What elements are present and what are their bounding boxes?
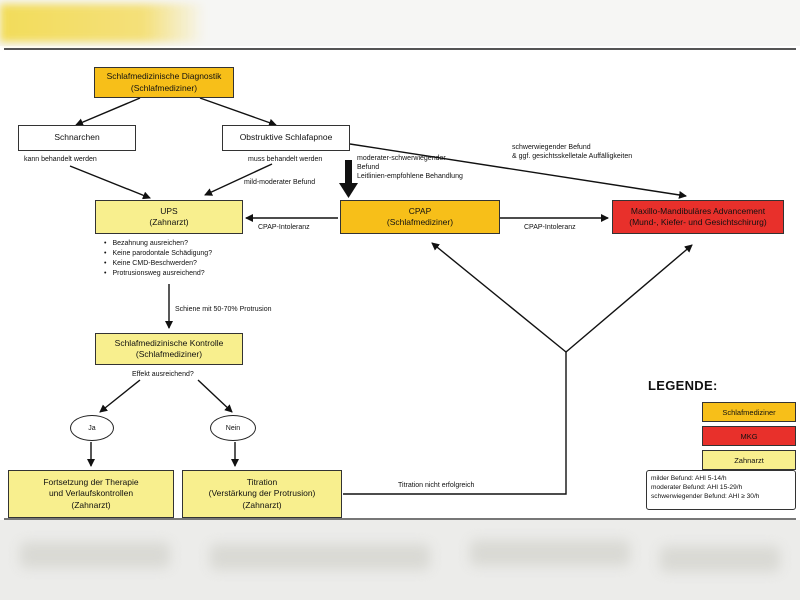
cpap-box: CPAP (Schlafmediziner) — [340, 200, 500, 234]
label-schiene: Schiene mit 50-70% Protrusion — [175, 306, 272, 313]
legend-item-zahnarzt: Zahnarzt — [702, 450, 796, 470]
blurred-bottom-area — [0, 520, 800, 600]
mma-box: Maxillo-Mandibuläres Advancement (Mund-,… — [612, 200, 784, 234]
checklist-item: Keine CMD-Beschwerden? — [104, 259, 212, 269]
ja-oval: Ja — [70, 415, 114, 441]
checklist-item: Protrusionsweg ausreichend? — [104, 269, 212, 279]
titration-box: Titration (Verstärkung der Protrusion) (… — [182, 470, 342, 518]
label-cpap-intoleranz-left: CPAP-Intoleranz — [258, 224, 310, 231]
checklist-item: Bezahnung ausreichen? — [104, 239, 212, 249]
schnarchen-box: Schnarchen — [18, 125, 136, 151]
osa-box: Obstruktive Schlafapnoe — [222, 125, 350, 151]
cpap-title: CPAP — [408, 205, 432, 216]
legend-item-mkg: MKG — [702, 426, 796, 446]
label-schwerwiegend: schwerwiegender Befund & ggf. gesichtssk… — [512, 144, 633, 161]
mma-role: (Mund-, Kiefer- und Gesichtschirurg) — [629, 217, 767, 227]
label-kann-behandelt: kann behandelt werden — [24, 156, 97, 163]
ups-box: UPS (Zahnarzt) — [95, 200, 243, 234]
legend-title: LEGENDE: — [648, 378, 718, 393]
kontrolle-role: (Schlafmediziner) — [135, 349, 203, 359]
nein-oval: Nein — [210, 415, 256, 441]
cpap-role: (Schlafmediziner) — [386, 217, 454, 227]
legend-item-schlafmediziner: Schlafmediziner — [702, 402, 796, 422]
label-cpap-intoleranz-right: CPAP-Intoleranz — [524, 224, 576, 231]
osa-label: Obstruktive Schlafapnoe — [239, 132, 333, 143]
label-mild-moderat: mild-moderater Befund — [244, 179, 316, 186]
aho-mild: milder Befund: AHI 5-14/h — [651, 475, 727, 482]
checklist-item: Keine parodontale Schädigung? — [104, 249, 212, 259]
schnarchen-label: Schnarchen — [54, 132, 100, 143]
blurred-yellow-strip — [0, 4, 205, 42]
flowchart-slide — [4, 48, 796, 520]
kontrolle-box: Schlafmedizinische Kontrolle (Schlafmedi… — [95, 333, 243, 365]
mma-title: Maxillo-Mandibuläres Advancement — [630, 205, 766, 216]
ups-checklist: Bezahnung ausreichen? Keine parodontale … — [104, 239, 212, 280]
aho-definitions: milder Befund: AHI 5-14/h moderater Befu… — [646, 470, 796, 510]
aho-schwer: schwerwiegender Befund: AHI ≥ 30/h — [651, 493, 760, 501]
label-mod-schwer: moderater-schwerwiegender Befund Leitlin… — [357, 155, 463, 181]
label-titration-fail: Titration nicht erfolgreich — [398, 482, 475, 489]
label-muss-behandelt: muss behandelt werden — [248, 156, 323, 163]
kontrolle-title: Schlafmedizinische Kontrolle — [114, 337, 224, 348]
ups-title: UPS — [160, 205, 178, 216]
ups-role: (Zahnarzt) — [149, 217, 189, 227]
diagnostik-title: Schlafmedizinische Diagnostik — [106, 71, 222, 82]
aho-moderat: moderater Befund: AHI 15-29/h — [651, 484, 743, 492]
fortsetzung-box: Fortsetzung der Therapie und Verlaufskon… — [8, 470, 174, 518]
diagnostik-role: (Schlafmediziner) — [130, 82, 198, 93]
label-effekt: Effekt ausreichend? — [132, 371, 194, 378]
diagnostik-box: Schlafmedizinische Diagnostik (Schlafmed… — [94, 67, 234, 98]
